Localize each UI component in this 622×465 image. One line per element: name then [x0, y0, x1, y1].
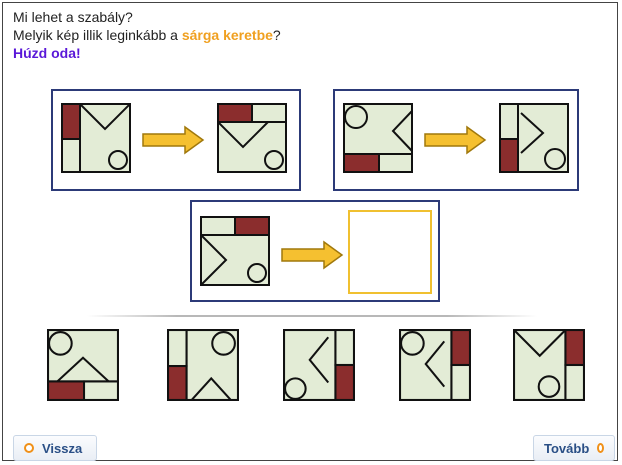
next-button[interactable]: Tovább	[533, 435, 615, 461]
example-2-source-tile	[343, 103, 413, 173]
question-text-suffix: ?	[272, 27, 281, 43]
puzzle-group	[190, 200, 440, 302]
answer-option-3[interactable]	[283, 329, 355, 401]
divider	[87, 315, 537, 317]
answer-option-1[interactable]	[47, 329, 119, 401]
example-2-result-tile	[499, 103, 569, 173]
question-text-prefix: Melyik kép illik leginkább a	[13, 27, 182, 43]
back-button[interactable]: Vissza	[13, 435, 97, 461]
puzzle-source-tile	[200, 216, 270, 286]
example-group-1	[51, 89, 301, 191]
question-title: Mi lehet a szabály?	[13, 9, 133, 25]
answer-drop-target[interactable]	[348, 210, 432, 294]
arrow-right-icon	[142, 125, 205, 155]
question-text: Melyik kép illik leginkább a sárga keret…	[13, 27, 281, 43]
circle-bullet-icon	[24, 443, 34, 453]
question-highlight: sárga keretbe	[181, 27, 273, 43]
exercise-frame: Mi lehet a szabály? Melyik kép illik leg…	[2, 2, 618, 461]
example-group-2	[333, 89, 579, 191]
circle-bullet-icon	[597, 443, 604, 453]
arrow-right-icon	[281, 240, 344, 270]
answer-option-4[interactable]	[399, 329, 471, 401]
back-button-label: Vissza	[42, 440, 83, 456]
instruction-drag-here: Húzd oda!	[13, 45, 81, 61]
example-1-source-tile	[61, 103, 131, 173]
next-button-label: Tovább	[544, 440, 590, 456]
arrow-right-icon	[424, 125, 487, 155]
answer-option-2[interactable]	[167, 329, 239, 401]
example-1-result-tile	[217, 103, 287, 173]
answer-option-5[interactable]	[513, 329, 585, 401]
